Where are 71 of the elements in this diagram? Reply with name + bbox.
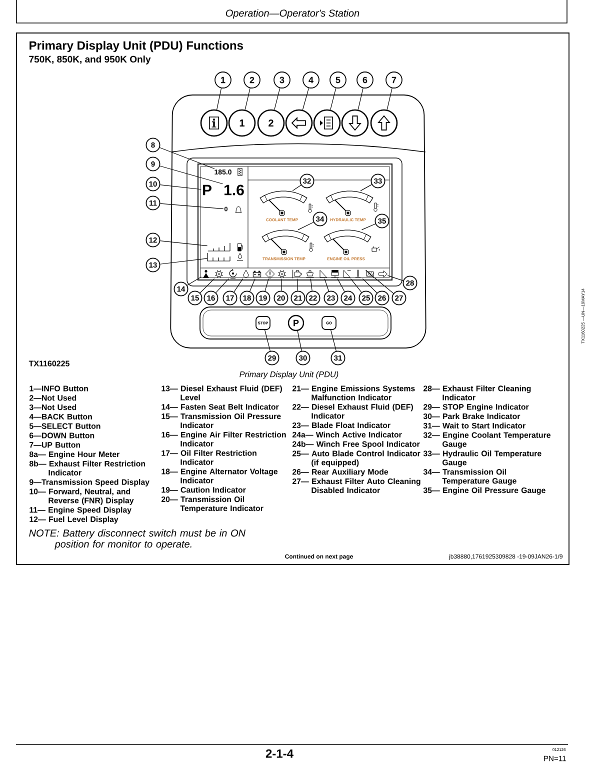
- figure-number: TX1160225: [28, 360, 70, 366]
- leader-line: [264, 330, 270, 352]
- callout-number: 3: [274, 72, 290, 88]
- engine-icon: [292, 270, 302, 278]
- button: 1: [228, 109, 256, 137]
- warning-icon: [265, 269, 275, 279]
- leader-line: [360, 184, 372, 192]
- page-number: 2-1-4: [266, 749, 294, 758]
- leader-line: [330, 88, 336, 110]
- caption: Primary Display Unit (PDU): [240, 371, 338, 379]
- gear-icon: [215, 270, 223, 278]
- leader-line: [234, 278, 244, 292]
- running-header: Operation—Operator's Station: [226, 9, 360, 19]
- leader-line: [160, 203, 224, 210]
- leader-line: [249, 278, 256, 292]
- bar-graph: [207, 252, 230, 262]
- callout-number: 5: [330, 72, 346, 88]
- leader-line: [216, 278, 229, 293]
- leader-line: [330, 330, 336, 352]
- note-text: NOTE: Battery disconnect switch must be in ON position for monitor to operate.: [29, 529, 246, 550]
- leader-line: [186, 276, 202, 286]
- callout-number: 7: [386, 72, 402, 88]
- leader-line: [274, 88, 280, 110]
- leader-line: [292, 184, 302, 192]
- leader-line: [310, 278, 312, 292]
- leader-line: [160, 240, 208, 246]
- leader-line: [358, 88, 364, 110]
- arrow-icon: [378, 270, 388, 278]
- person-icon: [203, 270, 209, 278]
- drum-icon: [330, 270, 340, 278]
- leader-line: [244, 88, 250, 110]
- display-reading: P: [203, 184, 212, 196]
- button: 2: [257, 109, 285, 137]
- leader-line: [324, 278, 329, 292]
- battery-icon: [252, 270, 262, 278]
- callout-number: 6: [356, 72, 374, 88]
- circular-arrow-icon: [229, 268, 237, 278]
- subtitle: 750K, 850K, and 950K Only: [29, 56, 151, 64]
- leader-line: [386, 88, 392, 110]
- blade-icon: [320, 270, 328, 278]
- lever-icon: [355, 270, 361, 278]
- leader-line: [200, 278, 215, 294]
- leader-line: [216, 88, 222, 110]
- leader-line: [374, 278, 394, 294]
- crossed-out-icon: [365, 270, 375, 278]
- leader-line: [159, 147, 215, 170]
- indicator-lamp: P: [288, 314, 304, 332]
- leader-line: [337, 278, 345, 292]
- callout-number: 2: [244, 72, 260, 88]
- drop-icon: [243, 270, 249, 278]
- leader-line: [302, 88, 310, 110]
- leader-line: [297, 330, 302, 352]
- leader-line: [264, 278, 269, 292]
- leader-line: [298, 222, 314, 230]
- leader-line: [362, 278, 378, 294]
- canister-icon: [306, 270, 314, 278]
- leader-line: [281, 278, 282, 292]
- callout-number: 1: [214, 72, 232, 88]
- display-reading: 1.6: [224, 184, 244, 196]
- bar-graph: [208, 242, 230, 252]
- callout-number: 4: [302, 72, 320, 88]
- blade-icon: [344, 270, 352, 278]
- leader-line: [160, 166, 224, 184]
- title: Primary Display Unit (PDU) Functions: [30, 40, 243, 52]
- leader-line: [296, 278, 298, 292]
- leader-line: [160, 184, 202, 190]
- gear-icon: [278, 270, 286, 278]
- leader-line: [350, 278, 362, 293]
- leader-line: [160, 258, 208, 264]
- leader-line: [361, 224, 376, 230]
- leader-line: [387, 275, 404, 282]
